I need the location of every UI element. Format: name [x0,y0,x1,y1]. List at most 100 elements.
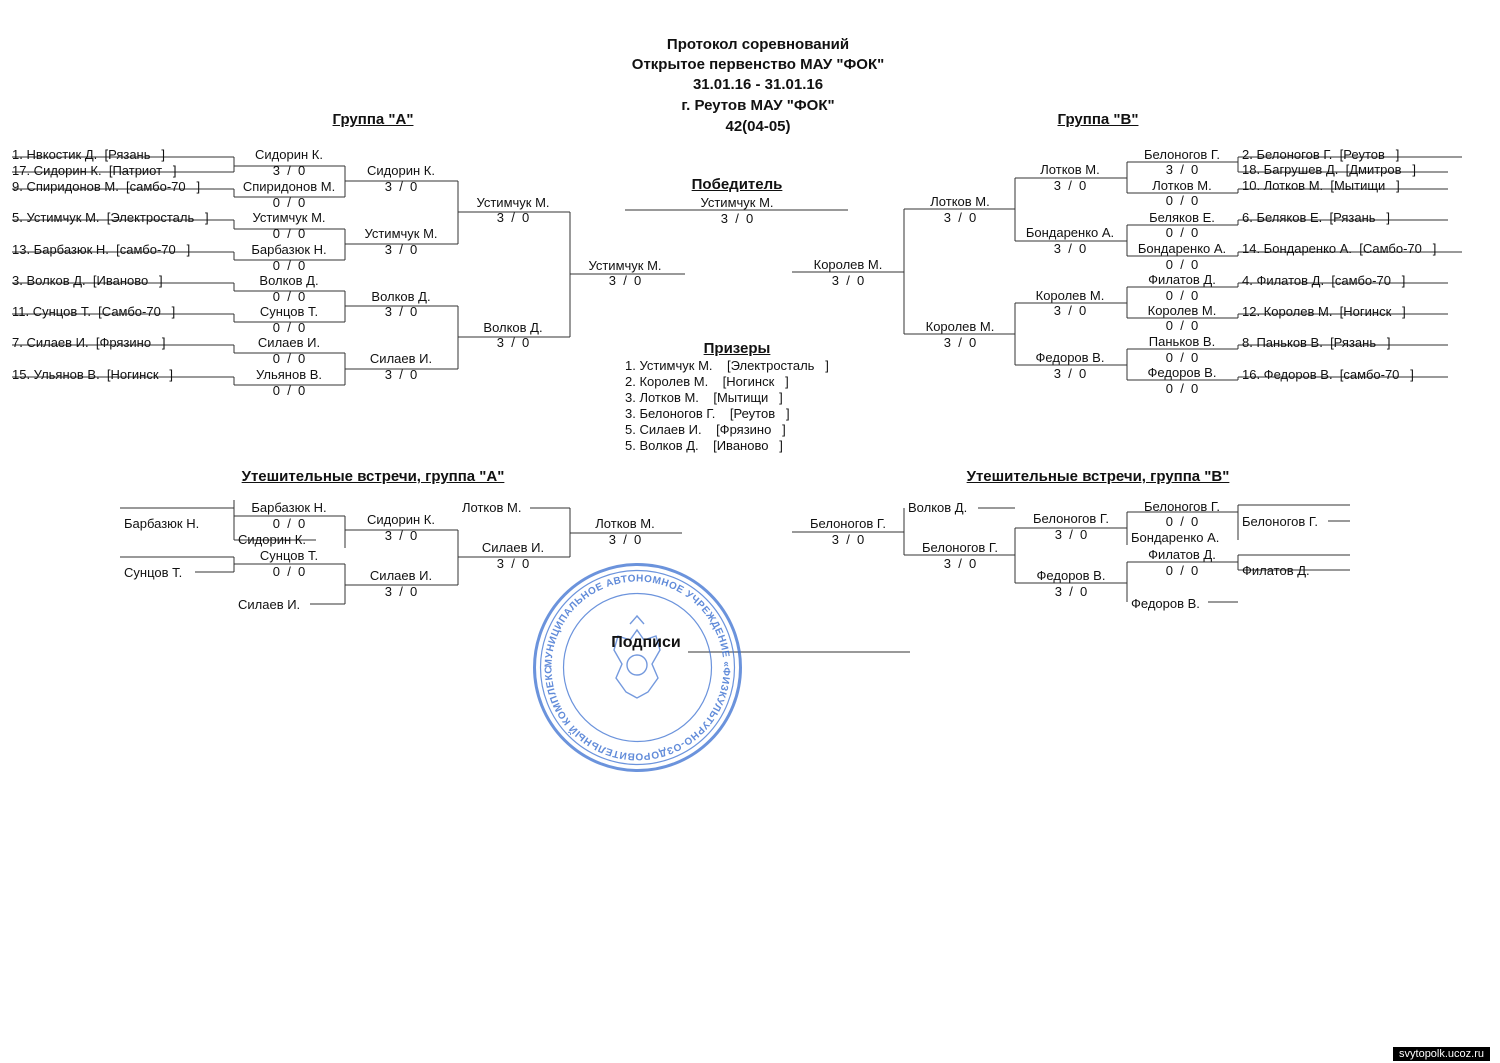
group-b-entrant: 2. Белоногов Г. [Реутов ] [1242,147,1400,162]
consolation-b-r2-score: 3 / 0 [1054,527,1088,542]
group-a-entrant: 5. Устимчук М. [Электросталь ] [12,210,209,225]
group-b-final-score: 3 / 0 [831,273,865,288]
group-b-r1-score: 3 / 0 [1165,162,1199,177]
group-a-r3-score: 3 / 0 [496,210,530,225]
group-a-r3-name: Волков Д. [483,320,543,335]
consolation-a-final-name: Лотков М. [595,516,655,531]
group-a-r1-score: 0 / 0 [272,351,306,366]
group-b-r1-name: Королев М. [1147,303,1217,318]
consolation-a-r1-score: 0 / 0 [272,564,306,579]
group-b-entrant: 18. Багрушев Д. [Дмитров ] [1242,162,1416,177]
consolation-b-r3-name: Белоногов Г. [922,540,998,555]
group-a-entrant: 1. Нвкостик Д. [Рязань ] [12,147,165,162]
group-b-r2-name: Лотков М. [1040,162,1100,177]
group-a-r1-score: 0 / 0 [272,258,306,273]
group-a-entrant: 9. Спиридонов М. [самбо-70 ] [12,179,201,194]
group-a-r1-name: Спиридонов М. [242,179,336,194]
consolation-a-title: Утешительные встречи, группа "А" [241,468,505,485]
group-b-entrant: 4. Филатов Д. [самбо-70 ] [1242,273,1406,288]
group-b-r1-score: 0 / 0 [1165,288,1199,303]
group-b-r1-name: Белоногов Г. [1144,147,1220,162]
group-a-r1-score: 0 / 0 [272,289,306,304]
consolation-a-r2-score: 3 / 0 [384,584,418,599]
group-a-r1-name: Сидорин К. [255,147,323,162]
consolation-b-final-name: Белоногов Г. [810,516,886,531]
group-b-final-name: Королев М. [813,257,883,272]
group-b-r2-score: 3 / 0 [1053,366,1087,381]
consolation-b-seed: Филатов Д. [1242,563,1310,578]
consolation-a-seed: Сунцов Т. [124,565,183,580]
site-watermark: svytopolk.ucoz.ru [1393,1047,1490,1061]
group-a-r3-score: 3 / 0 [496,335,530,350]
group-b-entrant: 8. Паньков В. [Рязань ] [1242,335,1391,350]
consolation-a-r3-score: 3 / 0 [496,556,530,571]
consolation-b-title: Утешительные встречи, группа "В" [966,468,1230,485]
consolation-a-r1-name: Барбазюк Н. [251,500,327,515]
group-b-r3-name: Лотков М. [930,194,990,209]
official-stamp: МУНИЦИПАЛЬНОЕ АВТОНОМНОЕ УЧРЕЖДЕНИЕ «ФИЗ… [530,560,742,772]
consolation-b-r1-name: Белоногов Г. [1144,499,1220,514]
group-a-entrant: 7. Силаев И. [Фрязино ] [12,335,166,350]
consolation-a-seed: Силаев И. [238,597,301,612]
consolation-a-r1-name: Сунцов Т. [259,548,319,563]
group-a-r2-name: Сидорин К. [367,163,435,178]
consolation-b-r1-score: 0 / 0 [1165,563,1199,578]
group-b-r1-name: Беляков Е. [1149,210,1215,225]
group-a-r1-name: Сунцов Т. [259,304,319,319]
group-b-r2-score: 3 / 0 [1053,178,1087,193]
event-category: 42(04-05) [725,118,791,135]
consolation-a-r1-score: 0 / 0 [272,516,306,531]
group-a-r2-name: Устимчук М. [364,226,438,241]
group-a-entrant: 13. Барбазюк Н. [самбо-70 ] [12,242,191,257]
winner-name: Устимчук М. [700,195,774,210]
group-b-entrant: 16. Федоров В. [самбо-70 ] [1242,367,1414,382]
group-a-r2-score: 3 / 0 [384,242,418,257]
group-b-r3-name: Королев М. [925,319,995,334]
signatures-label: Подписи [611,634,681,651]
consolation-b-r3-score: 3 / 0 [943,556,977,571]
consolation-a-r3-name: Силаев И. [481,540,545,555]
group-b-r1-score: 0 / 0 [1165,225,1199,240]
group-b-r1-name: Филатов Д. [1148,272,1216,287]
group-a-entrant: 17. Сидорин К. [Патриот ] [12,163,177,178]
group-b-r1-name: Паньков В. [1148,334,1216,349]
group-b-r1-score: 0 / 0 [1165,318,1199,333]
consolation-b-seed: Белоногов Г. [1242,514,1318,529]
group-a-r1-name: Барбазюк Н. [251,242,327,257]
consolation-b-r1-score: 0 / 0 [1165,514,1199,529]
group-b-r1-score: 0 / 0 [1165,193,1199,208]
consolation-a-r2-score: 3 / 0 [384,528,418,543]
event-dates: 31.01.16 - 31.01.16 [692,76,824,93]
group-b-r2-name: Королев М. [1035,288,1105,303]
group-a-title: Группа "А" [332,111,414,128]
group-b-r1-name: Лотков М. [1152,178,1212,193]
group-b-r1-score: 0 / 0 [1165,381,1199,396]
group-a-r1-score: 0 / 0 [272,195,306,210]
group-a-r1-score: 3 / 0 [272,163,306,178]
group-a-entrant: 15. Ульянов В. [Ногинск ] [12,367,173,382]
group-a-r1-name: Устимчук М. [252,210,326,225]
group-b-title: Группа "В" [1057,111,1139,128]
prizer-item: 3. Лотков М. [Мытищи ] [625,390,783,405]
group-b-entrant: 12. Королев М. [Ногинск ] [1242,304,1406,319]
consolation-a-seed: Лотков М. [462,500,522,515]
group-b-r2-name: Федоров В. [1035,350,1105,365]
group-a-r2-name: Волков Д. [371,289,431,304]
winner-title: Победитель [691,176,783,193]
consolation-b-final-score: 3 / 0 [831,532,865,547]
prizers-title: Призеры [703,340,771,357]
consolation-b-r1-name: Филатов Д. [1148,547,1216,562]
group-a-entrant: 3. Волков Д. [Иваново ] [12,273,163,288]
group-a-r2-name: Силаев И. [369,351,433,366]
event-name: Открытое первенство МАУ "ФОК" [631,56,885,73]
group-b-r1-score: 0 / 0 [1165,350,1199,365]
consolation-b-r2-score: 3 / 0 [1054,584,1088,599]
group-b-entrant: 14. Бондаренко А. [Самбо-70 ] [1242,241,1437,256]
group-a-r2-score: 3 / 0 [384,367,418,382]
group-b-r1-name: Федоров В. [1147,365,1217,380]
stamp-text: МУНИЦИПАЛЬНОЕ АВТОНОМНОЕ УЧРЕЖДЕНИЕ «ФИЗ… [530,560,731,762]
svg-text:МУНИЦИПАЛЬНОЕ АВТОНОМНОЕ УЧРЕЖ: МУНИЦИПАЛЬНОЕ АВТОНОМНОЕ УЧРЕЖДЕНИЕ «ФИЗ… [530,560,732,762]
group-b-r3-score: 3 / 0 [943,210,977,225]
prizer-item: 1. Устимчук М. [Электросталь ] [625,358,829,373]
